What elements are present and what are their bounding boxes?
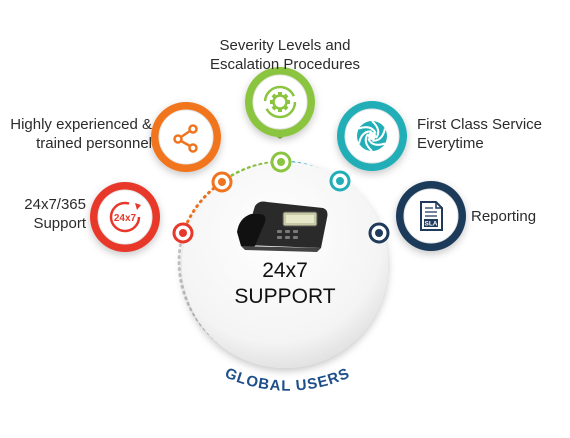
feature-label-personnel-line2: trained personnel bbox=[36, 135, 152, 152]
feature-label-support-line1: 24x7/365 bbox=[24, 196, 86, 213]
feature-label-severity-line2: Escalation Procedures bbox=[209, 56, 361, 73]
center-title-line2: SUPPORT bbox=[234, 285, 336, 308]
sla-document-icon: SLA bbox=[420, 201, 443, 231]
gear-cycle-icon bbox=[263, 85, 297, 119]
feature-label-reporting-line1: Reporting bbox=[471, 208, 537, 225]
feature-label-personnel: Highly experienced & trained personnel bbox=[10, 115, 152, 153]
feature-bubble-1: 24x7 bbox=[90, 182, 160, 252]
feature-label-service-line1: First Class Service bbox=[417, 116, 543, 133]
center-title: 24x7 SUPPORT bbox=[205, 258, 365, 310]
share-nodes-icon bbox=[173, 124, 198, 153]
center-circle bbox=[182, 162, 388, 368]
24x7-clock-icon: 24x7 bbox=[109, 201, 141, 233]
svg-text:SLA: SLA bbox=[425, 221, 438, 228]
ring-dot-4 bbox=[329, 170, 351, 192]
feature-label-severity-line1: Severity Levels and bbox=[219, 37, 351, 54]
feature-label-service: First Class Service Everytime bbox=[417, 115, 542, 153]
ring-dot-2 bbox=[211, 171, 233, 193]
ring-dot-5 bbox=[368, 222, 390, 244]
aperture-icon bbox=[357, 120, 387, 152]
feature-label-reporting: Reporting bbox=[471, 207, 536, 226]
global-users-arc-label: GLOBAL USERS bbox=[222, 365, 352, 395]
feature-bubble-2 bbox=[151, 102, 221, 172]
feature-label-service-line2: Everytime bbox=[417, 135, 484, 152]
feature-bubble-3 bbox=[245, 67, 315, 139]
center-title-line1: 24x7 bbox=[262, 259, 308, 282]
feature-bubble-5: SLA bbox=[396, 181, 466, 251]
ring-dot-1 bbox=[172, 222, 194, 244]
desk-phone-icon bbox=[237, 201, 328, 252]
ring-dot-3 bbox=[270, 151, 292, 173]
feature-label-severity: Severity Levels and Escalation Procedure… bbox=[200, 36, 370, 74]
feature-label-support: 24x7/365 Support bbox=[24, 195, 86, 233]
feature-bubble-4 bbox=[337, 101, 407, 171]
feature-label-support-line2: Support bbox=[33, 215, 86, 232]
feature-label-personnel-line1: Highly experienced & bbox=[10, 116, 152, 133]
svg-text:24x7: 24x7 bbox=[114, 213, 137, 224]
